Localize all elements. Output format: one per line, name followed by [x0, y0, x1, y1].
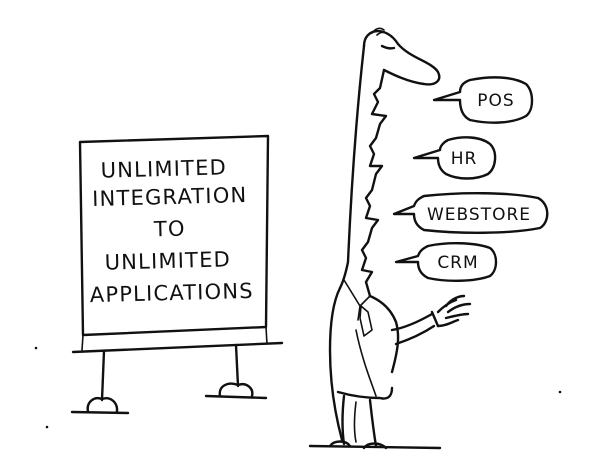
suit-front	[368, 294, 400, 374]
board-leg-right	[234, 343, 240, 388]
board-foot-right	[218, 382, 254, 398]
jacket-line	[355, 329, 377, 397]
leg-back	[341, 394, 346, 446]
leg-middle	[353, 401, 357, 443]
shoe-back	[328, 440, 352, 448]
neck-back	[338, 44, 366, 290]
leg-front	[368, 398, 378, 448]
bubble-crm-label: CRM	[437, 253, 478, 273]
jacket-hem	[336, 386, 394, 400]
cuff	[430, 310, 440, 328]
bubble-hr-label: HR	[451, 149, 478, 169]
bubble-crm-outline	[394, 242, 498, 282]
board-line-2: INTEGRATION	[92, 183, 248, 211]
bubble-webstore-outline	[392, 192, 549, 234]
board-ledge	[71, 341, 284, 354]
board-line-4: UNLIMITED	[104, 247, 231, 274]
ground-left	[70, 410, 130, 415]
arm-lower	[394, 324, 436, 346]
board-line-5: APPLICATIONS	[90, 279, 255, 307]
speech-bubble-pos: POS	[432, 76, 534, 124]
board-line-1: UNLIMITED	[100, 155, 227, 182]
bubble-webstore-label: WEBSTORE	[427, 205, 531, 225]
head-nose	[362, 29, 441, 86]
eye	[380, 44, 396, 50]
bubble-pos-label: POS	[477, 91, 514, 111]
arm-upper	[390, 312, 434, 332]
tie	[359, 305, 373, 337]
presentation-board: UNLIMITED INTEGRATION TO UNLIMITED APPLI…	[70, 134, 284, 415]
bubble-hr-outline	[412, 136, 497, 180]
ink-dots	[34, 346, 562, 429]
bubble-pos-outline	[432, 76, 534, 124]
presenter-character	[308, 27, 472, 450]
collar	[343, 279, 371, 321]
board-foot-left	[86, 397, 119, 414]
board-leg-left	[100, 349, 106, 402]
speech-bubble-hr: HR	[412, 136, 497, 180]
speech-bubble-crm: CRM	[394, 242, 498, 282]
speech-bubble-webstore: WEBSTORE	[392, 192, 549, 234]
hand	[436, 294, 472, 328]
suit-back	[328, 286, 344, 442]
ground-right	[204, 394, 268, 400]
ground-character	[308, 444, 442, 450]
board-line-3: TO	[153, 217, 186, 242]
neck-front-zigzag	[360, 68, 388, 298]
